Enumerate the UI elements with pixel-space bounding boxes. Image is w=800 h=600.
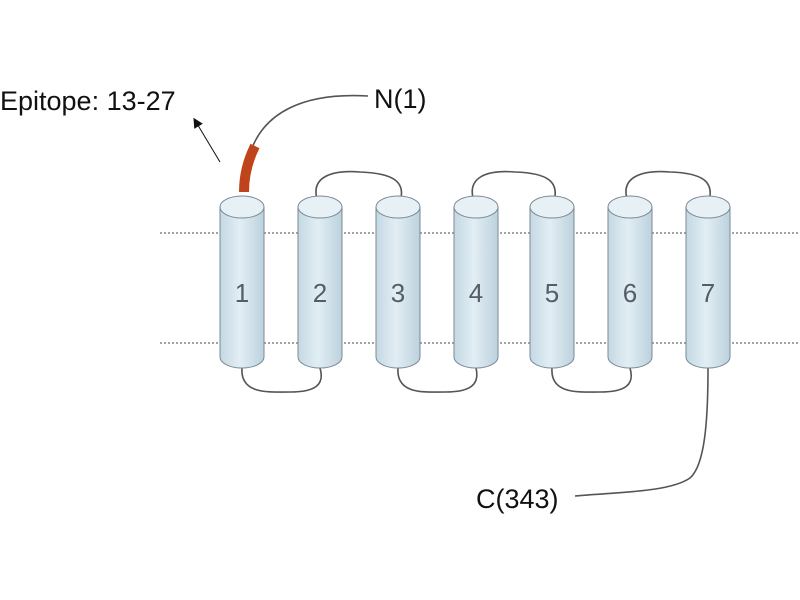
extracellular-loop-1: [315, 170, 403, 208]
extracellular-loop-2: [471, 170, 557, 208]
epitope-arrow: [193, 117, 221, 163]
c-terminus-tail: [574, 367, 709, 497]
helix-label-6: 6: [623, 278, 637, 308]
n-terminus-tail: [251, 94, 369, 149]
intracellular-loop-1: [241, 367, 322, 393]
helix-label-1: 1: [235, 278, 249, 308]
helix-4: 4: [453, 195, 499, 369]
helix-label-2: 2: [313, 278, 327, 308]
extracellular-loop-3: [625, 170, 712, 208]
helix-label-5: 5: [545, 278, 559, 308]
helix-label-4: 4: [469, 278, 483, 308]
helix-1: 1: [219, 195, 265, 369]
helix-6: 6: [607, 195, 653, 369]
c-terminus-label: C(343): [476, 484, 559, 514]
helix-3: 3: [375, 195, 421, 369]
helix-7: 7: [685, 195, 731, 369]
intracellular-loop-3: [551, 367, 632, 393]
helix-2: 2: [297, 195, 343, 369]
n-terminus-label: N(1): [374, 84, 427, 114]
helix-label-3: 3: [391, 278, 405, 308]
epitope-segment: [239, 143, 260, 193]
intracellular-loop-2: [397, 367, 478, 393]
helix-label-7: 7: [701, 278, 715, 308]
epitope-label: Epitope: 13-27: [0, 86, 176, 116]
helix-5: 5: [529, 195, 575, 369]
